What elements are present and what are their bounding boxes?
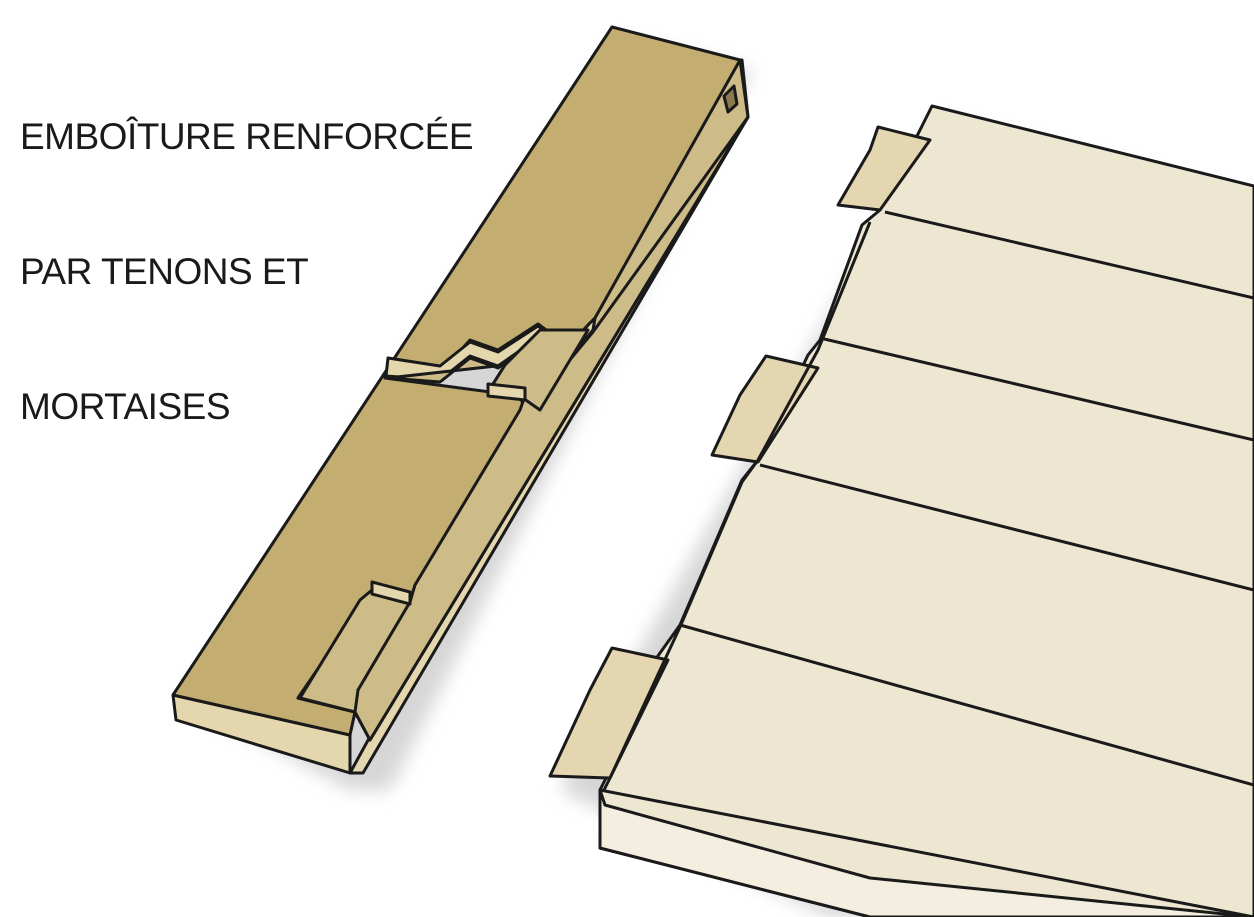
tenon-top <box>836 125 932 212</box>
far-mortise-slot <box>722 84 739 114</box>
step-face-1 <box>370 580 412 606</box>
breadboard <box>171 25 750 775</box>
panel-edge-line <box>599 788 1254 917</box>
step-face-2 <box>486 382 527 402</box>
tenon-bottom <box>548 646 670 780</box>
plank-seam-1 <box>884 210 1254 300</box>
panel-front-edge <box>598 788 1254 917</box>
title-line-2: PAR TENONS ET <box>20 251 309 292</box>
plank-seam-4 <box>679 623 1254 787</box>
plank-seam-2 <box>819 336 1254 442</box>
panel-tongue <box>602 221 872 791</box>
panel <box>548 104 1254 917</box>
title-line-1: EMBOÎTURE RENFORCÉE <box>20 116 474 157</box>
panel-top-surface <box>598 104 1254 917</box>
plank-seam-3 <box>759 463 1254 592</box>
title-line-3: MORTAISES <box>20 386 231 427</box>
diagram-title: EMBOÎTURE RENFORCÉE PAR TENONS ET MORTAI… <box>20 24 474 474</box>
